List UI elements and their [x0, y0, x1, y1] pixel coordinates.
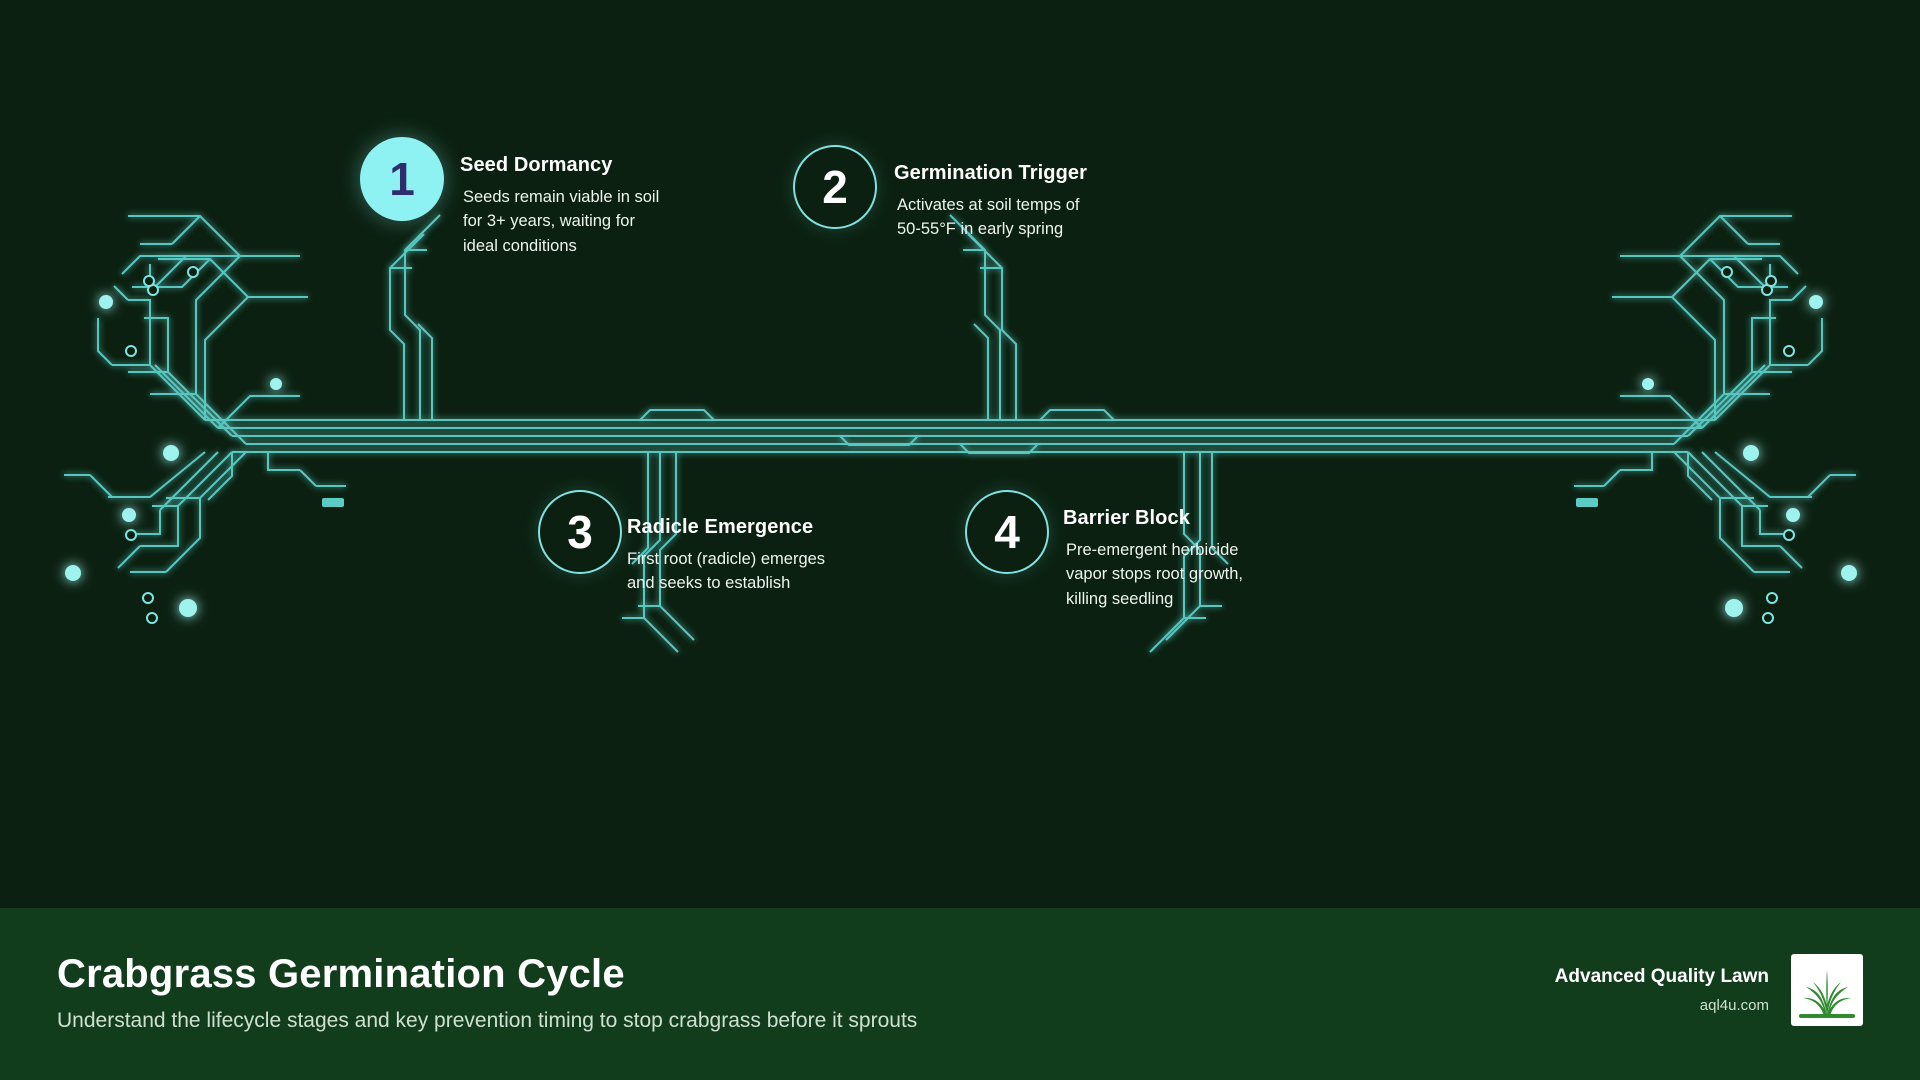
- brand-logo: [1791, 954, 1863, 1026]
- step-1-title: Seed Dormancy: [460, 154, 613, 176]
- step-4-content: Barrier Block Pre-emergent herbicide vap…: [1063, 507, 1263, 611]
- step-1-description: Seeds remain viable in soil for 3+ years…: [463, 188, 660, 255]
- circuit-nodes: [65, 266, 1857, 624]
- step-4-title: Barrier Block: [1063, 507, 1190, 529]
- brand-block: Advanced Quality Lawn aql4u.com: [1555, 954, 1863, 1026]
- page-title: Crabgrass Germination Cycle: [57, 952, 625, 996]
- grass-icon: [1799, 970, 1855, 1018]
- step-3-number-marker: 3: [538, 490, 622, 574]
- diagram-canvas: 1 Seed Dormancy Seeds remain viable in s…: [64, 137, 1857, 653]
- step-4-number-marker: 4: [965, 490, 1049, 574]
- brand-url[interactable]: aql4u.com: [1699, 997, 1769, 1014]
- step-3-description: First root (radicle) emerges and seeks t…: [627, 550, 826, 593]
- step-2-description: Activates at soil temps of 50-55°F in ea…: [897, 196, 1080, 239]
- step-3-title: Radicle Emergence: [627, 516, 814, 538]
- circuit-pads: [322, 498, 1598, 507]
- brand-text: Advanced Quality Lawn aql4u.com: [1555, 966, 1769, 1014]
- step-2-number-marker: 2: [793, 145, 877, 229]
- step-1-content: Seed Dormancy Seeds remain viable in soi…: [460, 154, 665, 258]
- circuit-trace-artwork: [64, 214, 1857, 653]
- step-2-content: Germination Trigger Activates at soil te…: [894, 162, 1094, 242]
- step-1-number-marker: 1: [360, 137, 444, 221]
- step-3-content: Radicle Emergence First root (radicle) e…: [627, 516, 837, 596]
- brand-name: Advanced Quality Lawn: [1554, 966, 1769, 987]
- footer-bar: Crabgrass Germination Cycle Understand t…: [0, 908, 1920, 1080]
- page-subtitle: Understand the lifecycle stages and key …: [57, 1009, 918, 1032]
- step-2-title: Germination Trigger: [894, 162, 1088, 184]
- step-4-description: Pre-emergent herbicide vapor stops root …: [1066, 541, 1244, 608]
